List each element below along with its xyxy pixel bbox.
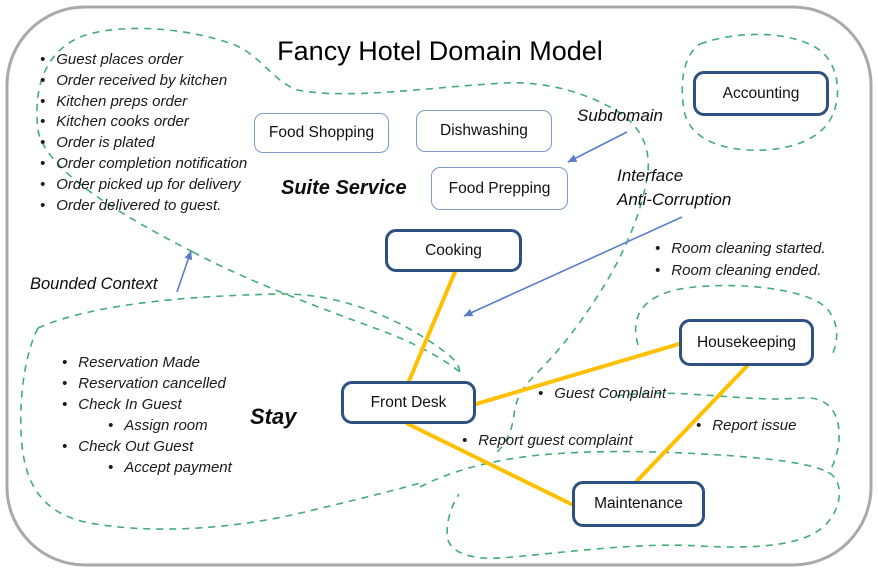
stay-event-list: Reservation Made Reservation cancelled C… <box>62 352 232 478</box>
housekeeping-context-lower-sweep <box>615 392 840 474</box>
anti-corruption-arrow <box>463 216 683 317</box>
connector-cooking-frontdesk <box>407 270 457 383</box>
housekeeping-context-outline <box>634 284 838 356</box>
subdomain-annotation: Subdomain <box>577 106 664 125</box>
list-item: Guest places order <box>40 50 247 71</box>
connector-frontdesk-housekeeping <box>474 342 681 406</box>
list-item: Check Out Guest <box>62 436 232 457</box>
bounded-context-arrow <box>176 250 193 293</box>
list-item: Kitchen preps order <box>40 92 247 113</box>
bounded-context-annotation: Bounded Context <box>30 275 158 293</box>
node-cooking: Cooking <box>385 229 522 272</box>
slide-border <box>5 5 873 567</box>
subdomain-arrow <box>567 131 628 163</box>
node-food-shopping: Food Shopping <box>254 113 389 153</box>
list-item: Assign room <box>108 415 232 436</box>
list-item: Reservation cancelled <box>62 373 232 394</box>
report-issue-label: Report issue <box>696 417 796 434</box>
suite-service-context-lower-edge <box>192 251 461 373</box>
node-dishwashing: Dishwashing <box>416 110 552 152</box>
report-guest-complaint-label: Report guest complaint <box>462 432 632 449</box>
list-item: Order is plated <box>40 133 247 154</box>
list-item: Order completion notification <box>40 154 247 175</box>
node-accounting: Accounting <box>693 71 829 116</box>
list-item: Check In Guest <box>62 394 232 415</box>
list-item: Accept payment <box>108 457 232 478</box>
list-item: Order delivered to guest. <box>40 196 247 217</box>
stay-context-top-edge <box>37 293 461 376</box>
stay-context-label: Stay <box>250 404 297 429</box>
stay-context-bottom-edge <box>19 327 421 530</box>
list-item: Order picked up for delivery <box>40 175 247 196</box>
list-item: Reservation Made <box>62 352 232 373</box>
node-food-prepping: Food Prepping <box>431 167 568 210</box>
node-housekeeping: Housekeeping <box>679 319 814 366</box>
anti-corruption-annotation: Anti-Corruption <box>617 190 732 209</box>
list-item: Room cleaning ended. <box>655 260 826 282</box>
connector-frontdesk-maintenance <box>406 422 573 506</box>
node-front-desk: Front Desk <box>341 381 476 424</box>
maintenance-context-outline <box>419 450 841 560</box>
interface-annotation: Interface <box>617 166 684 185</box>
diagram-title: Fancy Hotel Domain Model <box>277 36 603 66</box>
list-item: Kitchen cooks order <box>40 112 247 133</box>
node-maintenance: Maintenance <box>572 481 705 527</box>
suite-service-event-list: Guest places order Order received by kit… <box>40 50 247 216</box>
guest-complaint-label: Guest Complaint <box>538 385 666 402</box>
suite-service-context-label: Suite Service <box>281 177 407 199</box>
connector-housekeeping-maintenance <box>635 364 749 483</box>
list-item: Order received by kitchen <box>40 71 247 92</box>
housekeeping-event-list: Room cleaning started. Room cleaning end… <box>655 238 826 282</box>
list-item: Room cleaning started. <box>655 238 825 260</box>
